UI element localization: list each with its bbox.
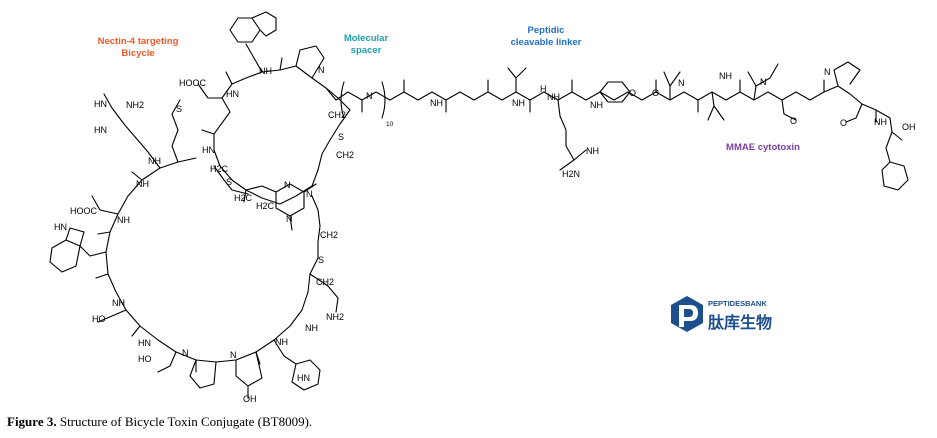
atom-ch2-2: CH2 — [320, 230, 338, 240]
atom-nh-13: NH — [719, 71, 732, 81]
atom-hn-2: HN — [202, 145, 215, 155]
figure-caption-label: Figure 3. — [7, 414, 57, 429]
spacer-label-line1: Molecular — [344, 33, 389, 44]
atom-n-mmae-3: N — [824, 67, 831, 77]
atom-n-tata-3: N — [286, 214, 293, 224]
atom-hooc-lower: HOOC — [70, 206, 98, 216]
figure-caption: Figure 3. Structure of Bicycle Toxin Con… — [7, 414, 312, 430]
atom-nh-5: NH — [112, 298, 125, 308]
atom-nh-1: NH — [259, 66, 272, 76]
spacer-label-line2: spacer — [351, 45, 382, 56]
atom-s-met: S — [176, 104, 182, 114]
atom-ch2-4: CH2 — [328, 110, 346, 120]
logo-chinese: 肽库生物 — [708, 313, 772, 332]
atom-o-2: O — [652, 88, 659, 98]
atom-n-pro-3: N — [230, 350, 237, 360]
mmae-label: MMAE cytotoxin — [726, 142, 800, 153]
atom-nh-12: NH — [586, 146, 599, 156]
atom-n-pro-2: N — [182, 348, 189, 358]
atom-ho-ser: HO — [92, 314, 106, 324]
spacer-linker-backbone — [325, 61, 909, 191]
atom-nh-11: NH — [590, 100, 603, 110]
atom-h2n-cit: H2N — [562, 169, 580, 179]
atom-labels: HOOC HOOC HN HN HN HN HN HN NH NH NH NH … — [54, 65, 916, 404]
atom-nh2-arg: NH2 — [126, 100, 144, 110]
atom-h-cit: H — [540, 84, 547, 94]
spacer-repeat-count: 10 — [386, 121, 394, 128]
atom-s-3: S — [318, 255, 324, 265]
atom-oh-hyp: OH — [243, 394, 257, 404]
atom-ch2-1: CH2 — [336, 150, 354, 160]
atom-hn-1: HN — [226, 89, 239, 99]
nectin-label-line1: Nectin-4 targeting — [98, 36, 179, 47]
bicycle-lower-ring — [49, 93, 339, 399]
atom-h2c-2: H2C — [234, 193, 253, 203]
triazinane-core — [213, 165, 317, 231]
linker-label-line1: Peptidic — [528, 25, 565, 36]
atom-nh-2: NH — [148, 156, 161, 166]
atom-s-2: S — [226, 177, 232, 187]
atom-nh-9: NH — [430, 98, 443, 108]
nectin-label-line2: Bicycle — [121, 48, 154, 59]
atom-nh-6: NH — [275, 337, 288, 347]
atom-nh-8: NH — [512, 98, 525, 108]
peptidesbank-logo: PEPTIDESBANK 肽库生物 — [671, 296, 772, 332]
logo-brand: PEPTIDESBANK — [708, 299, 767, 308]
atom-ho-thr: HO — [138, 354, 152, 364]
atom-h2c-3: H2C — [256, 201, 275, 211]
atom-hn-4: HN — [94, 125, 107, 135]
atom-hn-6: HN — [297, 373, 310, 383]
atom-n-mmae-2: N — [760, 77, 767, 87]
bicycle-upper-ring — [197, 11, 351, 205]
atom-n-tata-1: N — [284, 180, 291, 190]
atom-nh-14: NH — [874, 117, 887, 127]
atom-hn-arg: HN — [94, 99, 107, 109]
atom-nh-4: NH — [117, 215, 130, 225]
atom-hn-3: HN — [54, 222, 67, 232]
region-label-nectin: Nectin-4 targeting Bicycle — [98, 36, 179, 59]
atom-ch2-3: CH2 — [316, 277, 334, 287]
region-label-linker: Peptidic cleavable linker — [511, 25, 582, 48]
linker-label-line2: cleavable linker — [511, 37, 582, 48]
atom-nh-10: NH — [547, 92, 560, 102]
atom-o-1: O — [629, 88, 636, 98]
atom-nh2-amide: NH2 — [326, 312, 344, 322]
logo-mark-icon — [671, 296, 703, 332]
atom-o-4: O — [840, 118, 847, 128]
atom-hn-5: HN — [138, 338, 151, 348]
atom-n-mmae-1: N — [678, 78, 685, 88]
atom-s-1: S — [338, 132, 344, 142]
atom-n-spacer: N — [366, 91, 373, 101]
atom-o-3: O — [790, 116, 797, 126]
atom-oh-nor: OH — [902, 122, 916, 132]
region-label-spacer: Molecular spacer — [344, 33, 389, 56]
atom-h2c-1: H2C — [210, 164, 229, 174]
atom-nh-7: NH — [305, 323, 318, 333]
atom-hooc-upper: HOOC — [179, 78, 207, 88]
figure-caption-text: Structure of Bicycle Toxin Conjugate (BT… — [59, 414, 313, 429]
logo-mark-p-icon — [679, 305, 698, 327]
atom-n-tata-2: N — [306, 189, 313, 199]
atom-n-pro-1: N — [318, 65, 325, 75]
atom-nh-3: NH — [136, 179, 149, 189]
